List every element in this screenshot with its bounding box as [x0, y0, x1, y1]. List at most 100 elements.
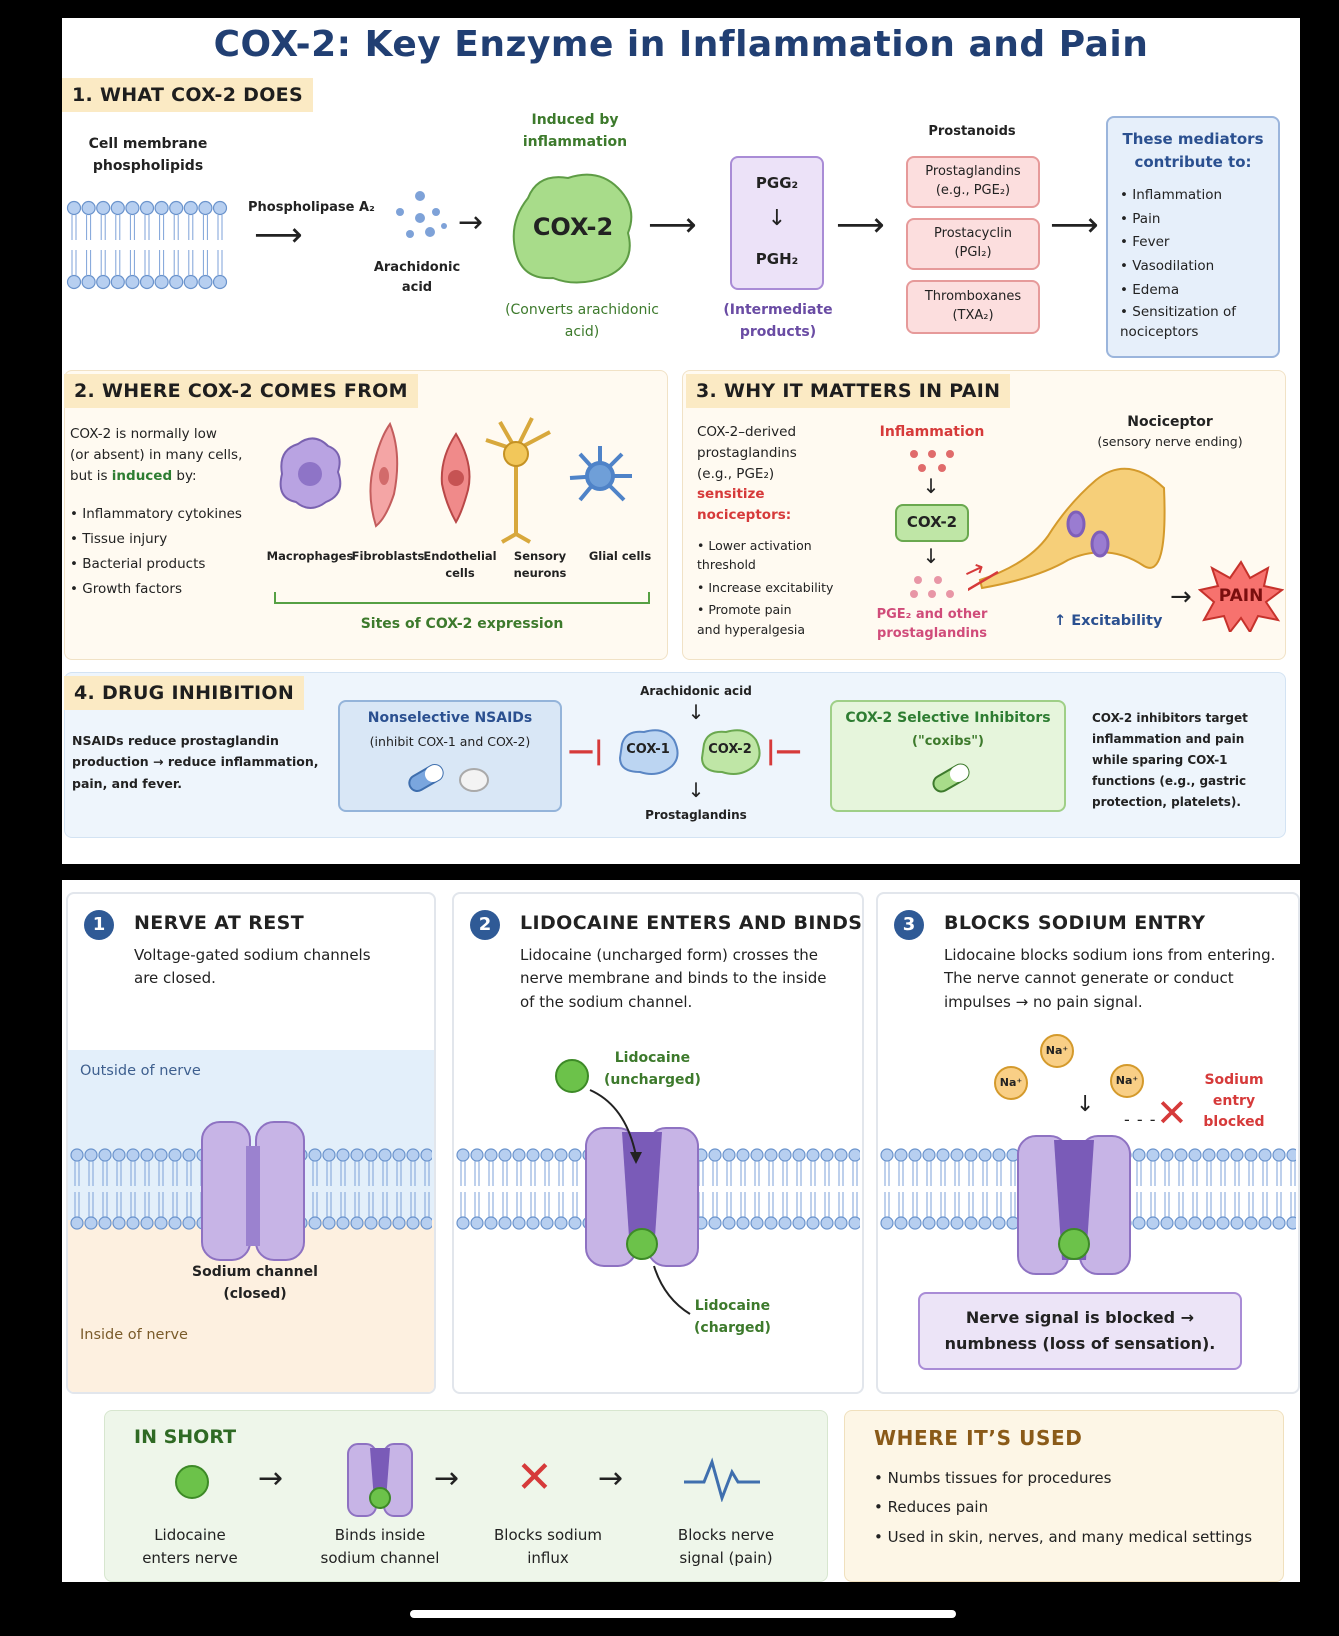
nerve-signal-icon	[684, 1457, 760, 1502]
arrow-down-arachidonic: ↓	[687, 700, 705, 724]
inhibit-line-right: |—	[766, 736, 802, 766]
cell-label-macrophages: Macrophages	[266, 549, 354, 563]
mediator-item: Sensitization of nociceptors	[1120, 302, 1278, 343]
inflammation-dots	[910, 450, 954, 472]
macrophage-icon	[279, 437, 342, 509]
selective-box	[830, 700, 1066, 812]
cox2-pain-box: COX-2	[895, 504, 969, 542]
arrow-to-pgg2: ⟶	[648, 205, 697, 245]
sodium-channel-closed	[201, 1121, 305, 1261]
short-arrow-3: →	[598, 1461, 624, 1496]
outside-nerve-label: Outside of nerve	[80, 1063, 201, 1079]
cox1-blob	[618, 729, 679, 775]
home-indicator	[410, 1610, 956, 1618]
pgg2-label: PGG₂	[755, 174, 799, 192]
used-item: Used in skin, nerves, and many medical s…	[874, 1523, 1274, 1552]
page-title: COX-2: Key Enzyme in Inflammation and Pa…	[213, 24, 1149, 65]
short-step-2: Binds inside sodium channel	[320, 1526, 440, 1568]
mediator-item: Edema	[1120, 279, 1278, 303]
in-short-title: IN SHORT	[134, 1426, 237, 1448]
intro-induced: induced	[111, 467, 173, 484]
intermediate-label: (Intermediate products)	[723, 302, 833, 340]
blocked-x-icon: ✕	[1156, 1091, 1188, 1135]
arrow-to-cox2: →	[458, 205, 484, 240]
phospholipid-head	[154, 200, 169, 216]
prostanoids-label: Prostanoids	[928, 124, 1016, 139]
phospholipase-label: Phospholipase A₂	[248, 200, 375, 215]
cox1-label: COX-1	[626, 742, 670, 757]
phospholipid-head	[96, 200, 111, 216]
mediator-item: Pain	[1120, 208, 1278, 232]
phospholipid-head	[198, 274, 213, 290]
mediators-title: These mediators contribute to:	[1122, 130, 1264, 172]
phospholipid-head	[81, 200, 96, 216]
coxib-note: COX-2 inhibitors target inflammation and…	[1092, 711, 1248, 809]
sensory-neuron-icon	[485, 417, 551, 544]
selective-sub: ("coxibs")	[912, 734, 984, 749]
phospholipid-head	[154, 274, 169, 290]
cox2-blob	[700, 729, 761, 775]
na-ion-right: Na⁺	[1110, 1064, 1144, 1098]
charged-label: Lidocaine (charged)	[694, 1298, 771, 1336]
coxib-pill-icon	[932, 763, 970, 793]
in-short-card	[104, 1410, 828, 1582]
inducer-item: Bacterial products	[70, 552, 242, 577]
prostanoid-prostaglandins: Prostaglandins (e.g., PGE₂)	[906, 156, 1040, 208]
short-channel-icon	[347, 1443, 413, 1517]
mediators-list: Inflammation Pain Fever Vasodilation Ede…	[1120, 184, 1278, 343]
phospholipid-head	[66, 200, 82, 216]
short-step-4: Blocks nerve signal (pain)	[677, 1526, 775, 1568]
short-step-3: Blocks sodium influx	[494, 1526, 602, 1568]
cox2-label-drug: COX-2	[708, 742, 752, 757]
phospholipid-head	[125, 274, 140, 290]
inducer-item: Growth factors	[70, 577, 242, 602]
phospholipid-head	[198, 200, 213, 216]
induced-label: Induced by inflammation	[522, 112, 628, 150]
phospholipid-head	[212, 200, 228, 216]
charged-pointer	[653, 1265, 691, 1315]
endothelial-cell-icon	[440, 432, 471, 524]
panel-2	[452, 892, 864, 1394]
inducers-list: Inflammatory cytokines Tissue injury Bac…	[70, 502, 242, 602]
arrow-down-1: ↓	[922, 474, 940, 498]
pge2-dots	[910, 576, 954, 598]
prostaglandins-label: Prostaglandins	[645, 808, 747, 822]
membrane-graphic	[66, 200, 228, 290]
nonselective-sub: (inhibit COX-1 and COX-2)	[369, 734, 531, 749]
mediator-item: Fever	[1120, 231, 1278, 255]
inhibit-line-left: —|	[568, 736, 604, 766]
section-1-heading: 1. WHAT COX-2 DOES	[62, 78, 313, 112]
nonselective-box	[338, 700, 562, 812]
sensitize-label: sensitize nociceptors:	[697, 486, 792, 523]
arrow-down-prostaglandins: ↓	[687, 778, 705, 802]
nociceptor-label: Nociceptor	[1127, 414, 1213, 430]
short-arrow-1: →	[258, 1461, 284, 1496]
membrane-label: Cell membrane phospholipids	[88, 136, 208, 174]
pain-label: PAIN	[1218, 586, 1264, 606]
phospholipid-head	[66, 274, 82, 290]
pgh2-label: PGH₂	[755, 250, 799, 268]
channel-label: Sodium channel (closed)	[180, 1262, 330, 1306]
where-used-title: WHERE IT’S USED	[874, 1426, 1083, 1450]
selective-title: COX-2 Selective Inhibitors	[845, 710, 1051, 726]
panel-3	[876, 892, 1300, 1394]
inflammation-label: Inflammation	[879, 424, 985, 440]
pill-icons	[408, 764, 489, 792]
section-3-heading: 3. WHY IT MATTERS IN PAIN	[686, 374, 1011, 408]
cell-illustrations	[279, 417, 632, 544]
na-ion-top: Na⁺	[1040, 1034, 1074, 1068]
panel-2-desc: Lidocaine (uncharged form) crosses the n…	[520, 946, 827, 1011]
inducer-item: Tissue injury	[70, 527, 242, 552]
prostanoid-thromboxanes: Thromboxanes (TXA₂)	[906, 280, 1040, 334]
na-ion-left: Na⁺	[994, 1066, 1028, 1100]
pain-burst-icon	[1198, 560, 1284, 632]
mediator-item: Inflammation	[1120, 184, 1278, 208]
derived-label: COX-2–derived prostaglandins (e.g., PGE₂…	[697, 424, 797, 482]
short-lidocaine-icon	[175, 1465, 209, 1499]
panel-1-inside-bg	[68, 1220, 434, 1392]
arrow-down-2: ↓	[922, 544, 940, 568]
short-step-1: Lidocaine enters nerve	[142, 1526, 238, 1568]
phospholipid-head	[169, 200, 184, 216]
arrow-to-mediators: ⟶	[1050, 205, 1099, 245]
nonselective-title: Nonselective NSAIDs	[367, 710, 533, 726]
